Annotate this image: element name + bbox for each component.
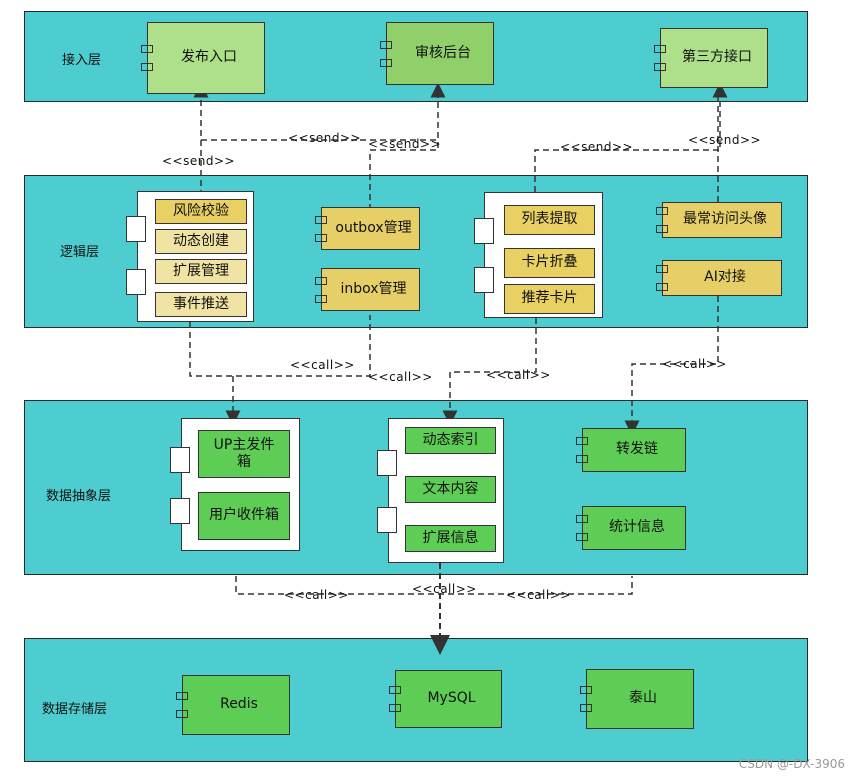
outbox-manage-label: outbox管理 (335, 219, 412, 236)
logic-group2-port-2 (474, 267, 494, 293)
component-icon (654, 45, 666, 71)
call-line-group2 (442, 318, 537, 426)
call-label-5: <<call>> (284, 588, 349, 602)
redis-component[interactable]: Redis (176, 675, 290, 735)
forward-chain-label: 转发链 (616, 441, 658, 458)
send-label-1: <<send>> (288, 131, 362, 145)
statistics-component[interactable]: 统计信息 (576, 506, 686, 550)
third-party-label: 第三方接口 (682, 49, 752, 66)
send-label-3: <<send>> (368, 137, 442, 151)
risk-check-item[interactable]: 风险校验 (155, 199, 247, 224)
frequent-avatar-component[interactable]: 最常访问头像 (656, 202, 782, 238)
call-label-3: <<call>> (486, 368, 551, 382)
dynamic-index-item[interactable]: 动态索引 (405, 427, 496, 454)
user-inbox-item[interactable]: 用户收件箱 (198, 492, 290, 540)
component-icon (380, 40, 392, 67)
redis-label: Redis (220, 696, 258, 713)
outbox-manage-component[interactable]: outbox管理 (315, 207, 420, 250)
call-label-2: <<call>> (368, 370, 433, 384)
frequent-avatar-label: 最常访问头像 (683, 211, 767, 228)
send-line-review (369, 82, 446, 210)
extension-manage-item[interactable]: 扩展管理 (155, 259, 247, 284)
inbox-manage-component[interactable]: inbox管理 (315, 268, 420, 311)
component-icon (176, 692, 188, 718)
mysql-component[interactable]: MySQL (389, 670, 502, 728)
component-icon (576, 515, 588, 541)
layer-label-logic: 逻辑层 (60, 245, 100, 260)
logic-group1-port-2 (126, 269, 146, 295)
call-label-4: <<call>> (662, 357, 727, 371)
third-party-component[interactable]: 第三方接口 (654, 28, 768, 88)
layer-label-access: 接入层 (62, 53, 102, 68)
up-outbox-item[interactable]: UP主发件箱 (198, 430, 290, 478)
dynamic-create-item[interactable]: 动态创建 (155, 229, 247, 254)
call-line-group1 (189, 315, 371, 377)
forward-chain-component[interactable]: 转发链 (576, 428, 686, 472)
component-icon (580, 686, 592, 712)
event-push-item[interactable]: 事件推送 (155, 292, 247, 317)
watermark: CSDN @-DX-3906 (738, 757, 845, 771)
call-label-1: <<call>> (290, 358, 355, 372)
review-backend-component[interactable]: 审核后台 (380, 22, 494, 85)
layer-label-abstract: 数据抽象层 (46, 489, 112, 504)
card-fold-item[interactable]: 卡片折叠 (504, 248, 595, 278)
logic-group1-port-1 (126, 216, 146, 242)
publish-entrance-component[interactable]: 发布入口 (141, 22, 265, 94)
ai-integration-component[interactable]: AI对接 (656, 260, 782, 296)
statistics-label: 统计信息 (609, 519, 665, 536)
send-label-4: <<send>> (560, 140, 634, 154)
review-backend-label: 审核后台 (415, 44, 471, 61)
send-label-5: <<send>> (688, 133, 762, 147)
component-icon (315, 276, 327, 303)
inbox-manage-label: inbox管理 (340, 280, 407, 297)
taishan-component[interactable]: 泰山 (580, 669, 694, 729)
call-line-ai (624, 296, 719, 436)
mailbox-port-1 (170, 447, 190, 473)
ai-integration-label: AI对接 (704, 269, 746, 286)
mailbox-port-2 (170, 498, 190, 524)
logic-group2-port-1 (474, 218, 494, 244)
list-extract-item[interactable]: 列表提取 (504, 205, 595, 235)
component-icon (141, 45, 153, 71)
component-icon (656, 265, 668, 291)
component-icon (315, 215, 327, 242)
mysql-label: MySQL (427, 690, 476, 707)
component-icon (656, 207, 668, 233)
component-icon (389, 686, 401, 712)
content-port-1 (377, 450, 397, 476)
text-content-item[interactable]: 文本内容 (405, 476, 496, 503)
send-label-2: <<send>> (162, 154, 236, 168)
call-label-6: <<call>> (412, 582, 477, 596)
component-icon (576, 437, 588, 463)
publish-entrance-label: 发布入口 (181, 49, 237, 66)
call-line-bottom (235, 576, 633, 595)
content-port-2 (377, 507, 397, 533)
taishan-label: 泰山 (629, 690, 657, 707)
recommend-card-item[interactable]: 推荐卡片 (504, 284, 595, 314)
extension-info-item[interactable]: 扩展信息 (405, 525, 496, 552)
call-label-7: <<call>> (506, 588, 571, 602)
send-line-third (534, 82, 728, 192)
layer-label-storage: 数据存储层 (42, 702, 108, 717)
